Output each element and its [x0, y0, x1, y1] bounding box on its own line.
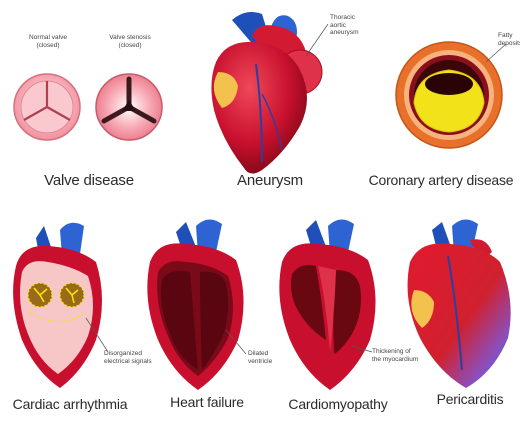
aneurysm-heart — [211, 12, 328, 174]
disorganized-signals-note: Disorganized electrical signals — [104, 350, 164, 365]
normal-valve-note: Normal valve (closed) — [18, 34, 78, 49]
stenotic-valve — [96, 74, 162, 140]
caption-cardiac-arrhythmia: Cardiac arrhythmia — [13, 396, 128, 412]
caption-coronary-artery-disease: Coronary artery disease — [369, 172, 514, 188]
valve-stenosis-note: Valve stenosis (closed) — [100, 34, 160, 49]
caption-aneurysm: Aneurysm — [237, 172, 303, 189]
thickening-myocardium-note: Thickening of the myocardium — [372, 348, 432, 363]
coronary-artery-cross-section — [396, 42, 506, 148]
caption-valve-disease: Valve disease — [44, 172, 134, 189]
fatty-deposits-note: Fatty deposits — [498, 32, 520, 47]
cardiomyopathy-heart — [279, 219, 375, 390]
dilated-ventricle-note: Dilated ventricle — [248, 350, 288, 365]
normal-valve — [14, 74, 80, 140]
caption-heart-failure: Heart failure — [170, 394, 244, 410]
caption-pericarditis: Pericarditis — [437, 391, 504, 407]
arrhythmia-heart — [13, 223, 108, 388]
thoracic-aneurysm-note: Thoracic aortic aneurysm — [330, 14, 378, 37]
caption-cardiomyopathy: Cardiomyopathy — [288, 396, 387, 412]
